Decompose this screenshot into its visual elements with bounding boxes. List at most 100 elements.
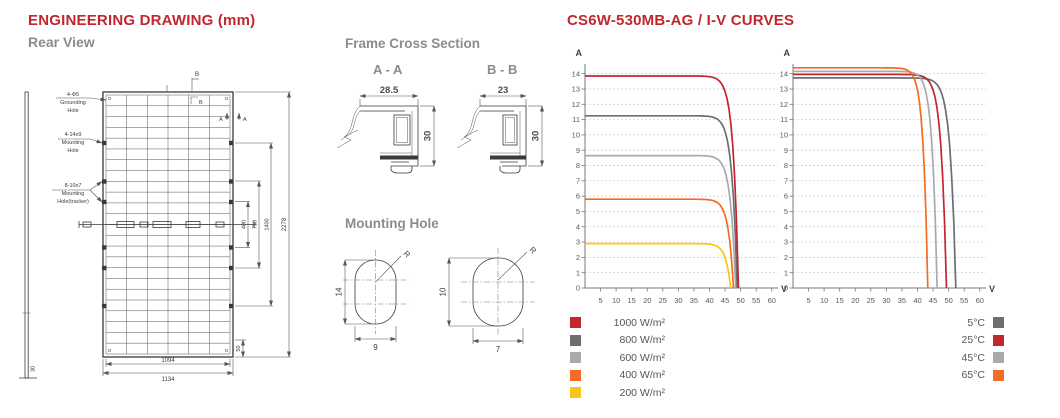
tracker-hole-callout: 8-10x7 Mounting Hole(tracker) [52, 181, 103, 205]
svg-text:0: 0 [784, 284, 788, 293]
svg-text:9: 9 [576, 146, 580, 155]
section-marker-a: A A [219, 112, 247, 123]
bb-width-dim: 23 [498, 85, 509, 96]
iv-curve-45-C [793, 70, 938, 289]
svg-text:Hole(tracker): Hole(tracker) [57, 199, 89, 205]
dim-400: 400 [242, 220, 248, 229]
svg-text:45: 45 [929, 296, 937, 305]
svg-text:35: 35 [898, 296, 906, 305]
legend-item: 200 W/m² [570, 384, 665, 402]
svg-text:3: 3 [576, 238, 580, 247]
legend-item: 65°C [939, 367, 1004, 385]
dim-1400: 1400 [265, 218, 271, 230]
iv-curve-65-C [793, 66, 929, 289]
svg-text:60: 60 [768, 296, 776, 305]
legend-label: 25°C [961, 334, 985, 347]
section-aa-label: A - A [373, 62, 403, 77]
svg-text:20: 20 [851, 296, 859, 305]
iv-curve-600-W-m- [585, 154, 737, 289]
svg-text:Mounting: Mounting [62, 191, 85, 197]
slot-height-dim: 10 [439, 287, 448, 296]
slot-width-dim: 7 [496, 345, 501, 354]
legend-swatch [993, 352, 1004, 364]
legend-label: 800 W/m² [619, 334, 665, 347]
dim-750: 750 [253, 220, 259, 229]
mounting-hole-drawing: 14 9 R 10 7 R [335, 245, 539, 354]
svg-text:A: A [243, 117, 247, 123]
cable-connector-row [78, 221, 256, 228]
section-bb-drawing: 23 30 [456, 85, 544, 174]
legend-item: 400 W/m² [570, 367, 665, 385]
svg-text:50: 50 [736, 296, 744, 305]
svg-text:14: 14 [780, 69, 788, 78]
legend-label: 600 W/m² [619, 351, 665, 364]
section-aa-drawing: 28.5 30 [336, 85, 436, 174]
iv-curve-200-W-m- [585, 242, 732, 289]
frame-cross-section-title: Frame Cross Section [345, 36, 481, 51]
svg-text:A: A [219, 117, 223, 123]
svg-text:5: 5 [784, 207, 788, 216]
svg-text:3: 3 [784, 238, 788, 247]
legend-item: 25°C [939, 332, 1004, 350]
side-profile-view: 30 [19, 91, 37, 379]
bb-height-dim: 30 [531, 131, 542, 142]
legend-label: 200 W/m² [619, 386, 665, 399]
x-axis-unit: V [989, 284, 995, 294]
svg-text:1: 1 [784, 268, 788, 277]
svg-text:7: 7 [576, 176, 580, 185]
svg-text:4-Φ5: 4-Φ5 [67, 92, 79, 98]
svg-text:8: 8 [576, 161, 580, 170]
vertical-dimensions: 400 750 1400 2278 50 [235, 91, 291, 358]
svg-text:1: 1 [576, 268, 580, 277]
svg-text:2: 2 [784, 253, 788, 262]
panel-rear-view [78, 91, 256, 358]
svg-text:15: 15 [836, 296, 844, 305]
dim-50: 50 [236, 345, 242, 351]
legend-item: 45°C [939, 349, 1004, 367]
svg-text:10: 10 [780, 130, 788, 139]
rear-view-label: Rear View [28, 34, 95, 50]
svg-text:Mounting: Mounting [62, 140, 85, 146]
svg-text:30: 30 [674, 296, 682, 305]
slot-radius-label: R [402, 249, 413, 260]
legend-label: 400 W/m² [619, 369, 665, 382]
dim-1094: 1094 [161, 358, 175, 364]
svg-text:15: 15 [628, 296, 636, 305]
iv-curve-400-W-m- [585, 198, 735, 289]
mounting-hole-title: Mounting Hole [345, 216, 439, 231]
legend-swatch [993, 317, 1004, 329]
svg-text:10: 10 [820, 296, 828, 305]
slot-width-dim: 9 [373, 343, 378, 352]
iv-curve-25-C [793, 73, 948, 289]
svg-text:50: 50 [944, 296, 952, 305]
iv-curve-1000-W-m- [585, 75, 740, 289]
svg-text:12: 12 [572, 100, 580, 109]
iv-curves-title: CS6W-530MB-AG / I-V CURVES [567, 12, 795, 29]
rear-view-drawing: 30 [19, 72, 291, 383]
mounting-slot-14x9: 14 9 R [335, 249, 413, 352]
aa-width-dim: 28.5 [380, 85, 399, 96]
legend-label: 45°C [961, 351, 985, 364]
svg-text:11: 11 [780, 115, 788, 124]
dim-1134: 1134 [162, 377, 176, 383]
svg-text:11: 11 [572, 115, 580, 124]
x-axis-unit: V [781, 284, 787, 294]
svg-text:4-14x9: 4-14x9 [65, 132, 82, 138]
legend-item: 600 W/m² [570, 349, 665, 367]
dim-2278: 2278 [282, 217, 288, 231]
svg-text:4: 4 [576, 222, 580, 231]
svg-text:14: 14 [572, 69, 580, 78]
y-axis-unit: A [576, 48, 583, 58]
section-marker-b: B B [190, 72, 203, 106]
legend-swatch [570, 387, 581, 399]
svg-text:25: 25 [867, 296, 875, 305]
aa-height-dim: 30 [423, 131, 434, 142]
svg-text:55: 55 [752, 296, 760, 305]
svg-text:6: 6 [784, 192, 788, 201]
legend-swatch [993, 334, 1004, 346]
legend-label: 65°C [961, 369, 985, 382]
width-dimensions: 1094 1134 [102, 358, 234, 383]
svg-text:4: 4 [784, 222, 788, 231]
